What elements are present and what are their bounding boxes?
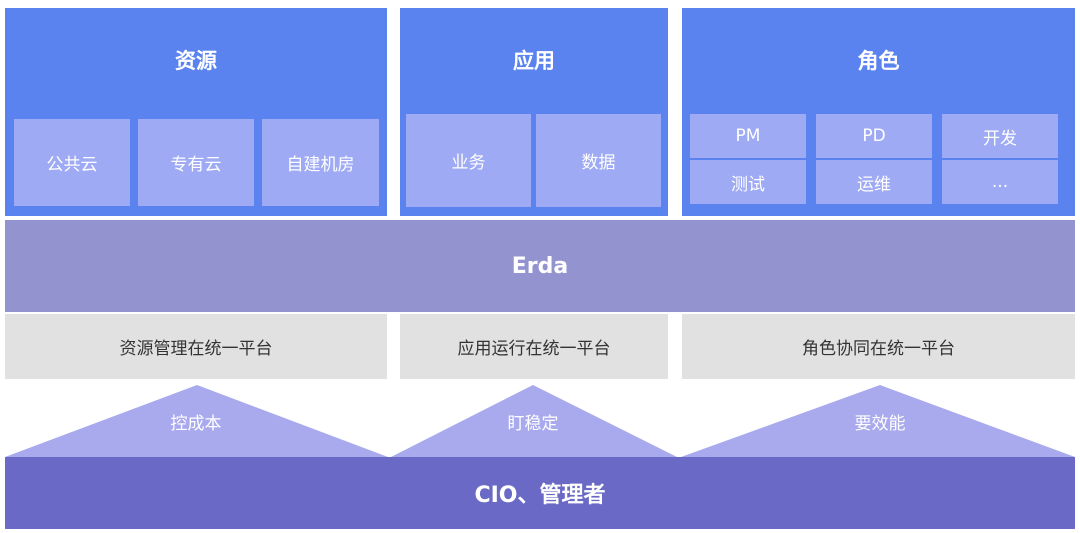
panel-title-applications: 应用 [513,49,555,73]
tile-more: ... [942,160,1058,204]
platform-resources: 资源管理在统一平台 [5,314,387,379]
panel-title-roles: 角色 [857,49,900,73]
goal-stability: 盯稳定 [507,413,559,434]
tile-pd: PD [816,114,932,158]
goal-control-cost: 控成本 [170,413,222,434]
tile-public-cloud: 公共云 [14,119,130,206]
panel-applications: 应用 业务 数据 [400,8,668,216]
tile-pm: PM [690,114,806,158]
platform-roles: 角色协同在统一平台 [682,314,1075,379]
tile-self-built-datacenter: 自建机房 [262,119,379,206]
triangle-efficiency [681,385,1075,457]
panel-roles: 角色 PM PD 开发 测试 运维 ... [682,8,1075,216]
tile-test: 测试 [690,160,806,204]
goal-efficiency: 要效能 [854,413,906,434]
tile-business: 业务 [406,114,531,207]
tile-ops: 运维 [816,160,932,204]
panel-title-resources: 资源 [175,49,217,73]
base-cio-managers: CIO、管理者 [5,457,1075,529]
tile-data: 数据 [536,114,661,207]
tile-dev: 开发 [942,114,1058,158]
panel-resources: 资源 公共云 专有云 自建机房 [5,8,387,216]
erda-band: Erda [5,220,1075,312]
triangle-stability [391,385,677,457]
platform-applications: 应用运行在统一平台 [400,314,668,379]
tile-private-cloud: 专有云 [138,119,254,206]
triangle-cost [5,385,388,457]
